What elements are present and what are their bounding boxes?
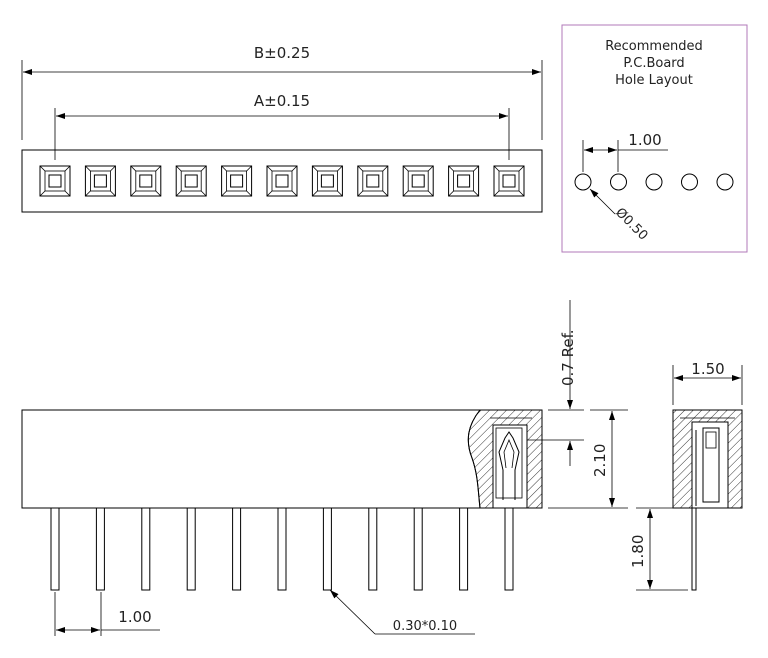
pcb-holes <box>574 173 734 191</box>
side-view: 1.50 1.80 <box>629 360 743 591</box>
top-contact <box>221 165 253 197</box>
hole-diameter-label: Ø0.50 <box>612 205 650 243</box>
front-pin <box>322 507 332 591</box>
top-contact <box>39 165 71 197</box>
side-cavity <box>691 421 729 509</box>
pcb-hole <box>716 173 734 191</box>
front-pin <box>186 507 196 591</box>
front-pin <box>141 507 151 591</box>
body-height-label: 2.10 <box>591 444 609 477</box>
side-contact <box>702 427 720 503</box>
pcb-layout-border <box>561 24 748 253</box>
top-contact <box>402 165 434 197</box>
top-contact <box>130 165 162 197</box>
top-view-body <box>21 149 543 213</box>
top-contact <box>493 165 525 197</box>
front-section-hatching <box>467 409 543 509</box>
cavity-inner <box>495 427 523 499</box>
front-pin <box>232 507 242 591</box>
front-pin <box>50 507 60 591</box>
top-contact <box>357 165 389 197</box>
top-contact <box>84 165 116 197</box>
pcb-title-line1: Recommended <box>605 39 703 54</box>
front-pins <box>50 507 514 591</box>
dim-b-label: B±0.25 <box>254 44 310 62</box>
top-contact <box>448 165 480 197</box>
pcb-title-line3: Hole Layout <box>615 73 693 88</box>
contact-spring <box>498 431 520 500</box>
pin-section-label: 0.30*0.10 <box>393 619 457 634</box>
pin-length-label: 1.80 <box>629 535 647 568</box>
front-view: 0.7 Ref. 2.10 1.00 0.30*0.10 <box>21 300 628 636</box>
side-pin <box>691 507 697 591</box>
side-contact-tip <box>705 431 717 449</box>
pcb-hole <box>681 173 698 191</box>
front-pin <box>459 507 469 591</box>
front-pin <box>368 507 378 591</box>
top-contact <box>175 165 207 197</box>
hole-diameter-leader <box>589 188 616 215</box>
pcb-layout-panel: Recommended P.C.Board Hole Layout 1.00 Ø… <box>561 24 748 253</box>
ref-height-label: 0.7 Ref. <box>559 329 577 386</box>
front-pin <box>504 507 514 591</box>
contact-spring-inner <box>503 438 515 469</box>
top-contact <box>266 165 298 197</box>
front-pin <box>95 507 105 591</box>
dim-a-label: A±0.15 <box>254 92 310 110</box>
top-view-contacts <box>39 165 525 197</box>
top-contact <box>311 165 343 197</box>
side-width-label: 1.50 <box>691 360 724 378</box>
pcb-hole <box>574 173 592 191</box>
pin-section-leader <box>329 589 376 635</box>
pcb-pitch-label: 1.00 <box>628 131 661 149</box>
pcb-title-line2: P.C.Board <box>623 56 684 71</box>
front-body <box>21 409 482 509</box>
front-pitch-label: 1.00 <box>118 608 151 626</box>
pcb-hole <box>645 173 663 191</box>
front-pin <box>413 507 423 591</box>
pcb-hole <box>610 173 627 191</box>
top-view: B±0.25 A±0.15 <box>21 44 543 213</box>
front-pin <box>277 507 287 591</box>
